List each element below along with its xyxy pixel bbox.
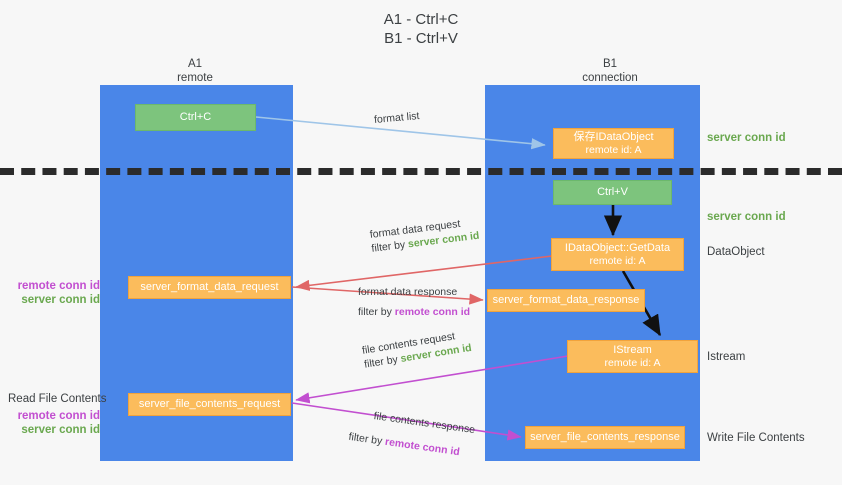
phase-divider bbox=[0, 168, 842, 175]
annotation-format-data-response: format data response filter by remote co… bbox=[358, 285, 470, 319]
arrow-format-data-response bbox=[291, 286, 484, 305]
lane-b1-name: B1 bbox=[602, 58, 618, 70]
box-ctrl-c[interactable]: Ctrl+C bbox=[135, 104, 256, 131]
box-server-format-data-response-label: server_format_data_response bbox=[492, 294, 640, 306]
annotation-format-data-response-filter-prefix: filter by bbox=[358, 306, 395, 318]
box-getdata-line2: remote id: A bbox=[589, 254, 646, 267]
box-server-format-data-response[interactable]: server_format_data_response bbox=[487, 289, 645, 312]
box-server-file-contents-response-label: server_file_contents_response bbox=[530, 431, 680, 443]
arrow-file-contents-request bbox=[295, 355, 569, 404]
title-line-1: A1 - Ctrl+C bbox=[383, 11, 459, 28]
label-group-format-conn-ids: remote conn id server conn id bbox=[8, 279, 100, 307]
annotation-format-data-response-line1: format data response bbox=[358, 286, 458, 298]
box-ctrl-v[interactable]: Ctrl+V bbox=[553, 180, 672, 205]
box-store-idataobject[interactable]: 保存IDataObject remote id: A bbox=[553, 128, 674, 159]
diagram-title: A1 - Ctrl+C B1 - Ctrl+V bbox=[0, 10, 842, 48]
box-istream[interactable]: IStream remote id: A bbox=[567, 340, 698, 373]
box-istream-line1: IStream bbox=[613, 343, 652, 356]
title-line-2: B1 - Ctrl+V bbox=[384, 30, 458, 47]
annotation-format-data-response-line2: filter by remote conn id bbox=[358, 305, 470, 319]
lane-a1-name: A1 bbox=[187, 58, 203, 70]
label-remote-conn-id-1: remote conn id bbox=[17, 280, 100, 292]
lane-a1-sub: remote bbox=[177, 72, 213, 84]
lane-header-b1: B1 connection bbox=[545, 57, 675, 85]
box-store-idataobject-line1: 保存IDataObject bbox=[573, 130, 654, 143]
label-read-file-contents: Read File Contents bbox=[8, 393, 107, 405]
box-istream-line2: remote id: A bbox=[604, 356, 661, 369]
label-dataobject: DataObject bbox=[707, 246, 765, 258]
label-group-file-conn-ids: remote conn id server conn id bbox=[8, 409, 100, 437]
label-server-conn-id-2: server conn id bbox=[21, 424, 100, 436]
box-server-file-contents-request-label: server_file_contents_request bbox=[138, 398, 281, 410]
box-server-file-contents-request[interactable]: server_file_contents_request bbox=[128, 393, 291, 416]
box-server-format-data-request[interactable]: server_format_data_request bbox=[128, 276, 291, 299]
box-ctrl-v-label: Ctrl+V bbox=[597, 186, 628, 198]
arrow-format-data-request bbox=[295, 255, 553, 291]
label-server-conn-id-top: server conn id bbox=[707, 132, 786, 144]
lane-header-a1: A1 remote bbox=[130, 57, 260, 85]
label-server-conn-id-mid: server conn id bbox=[707, 211, 786, 223]
label-istream: Istream bbox=[707, 351, 746, 363]
annotation-format-data-response-filter-value: remote conn id bbox=[394, 306, 471, 318]
box-ctrl-c-label: Ctrl+C bbox=[179, 111, 212, 123]
label-write-file-contents: Write File Contents bbox=[707, 432, 805, 444]
arrow-file-contents-response bbox=[291, 402, 522, 441]
label-remote-conn-id-2: remote conn id bbox=[17, 410, 100, 422]
box-getdata-line1: IDataObject::GetData bbox=[564, 241, 671, 254]
lane-b1-sub: connection bbox=[582, 72, 638, 84]
box-server-format-data-request-label: server_format_data_request bbox=[140, 281, 279, 293]
box-getdata[interactable]: IDataObject::GetData remote id: A bbox=[551, 238, 684, 271]
box-server-file-contents-response[interactable]: server_file_contents_response bbox=[525, 426, 685, 449]
label-server-conn-id-1: server conn id bbox=[21, 294, 100, 306]
arrow-format-list bbox=[255, 116, 546, 150]
box-store-idataobject-line2: remote id: A bbox=[585, 143, 642, 156]
